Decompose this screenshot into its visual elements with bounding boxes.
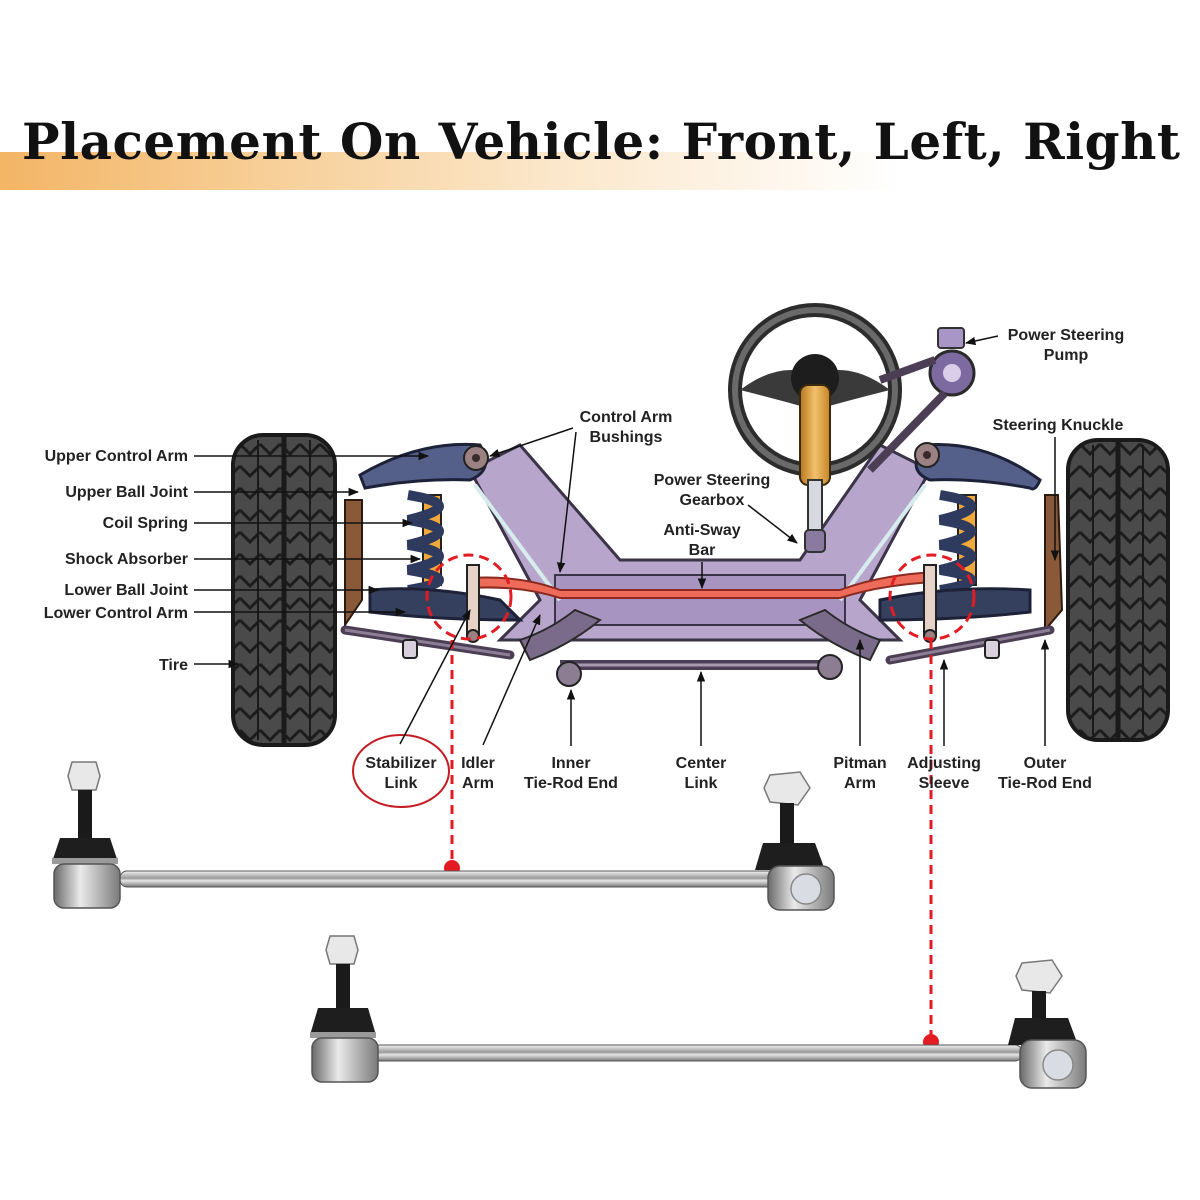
- label-power-steering-pump-2: Pump: [1044, 347, 1089, 364]
- stabilizer-link-diagram-right: [923, 564, 937, 643]
- label-outer-tie-rod-end-1: Outer: [1024, 755, 1067, 772]
- steering-linkage: [340, 608, 1055, 687]
- stabilizer-link-diagram-left: [466, 564, 480, 643]
- label-steering-knuckle: Steering Knuckle: [993, 417, 1124, 434]
- power-steering-pump: [867, 327, 976, 473]
- label-adjusting-sleeve-2: Sleeve: [919, 775, 970, 792]
- label-control-arm-bushings-1: Control Arm: [580, 409, 673, 426]
- stabilizer-link-product-left: [52, 761, 835, 911]
- dust-boot: [755, 843, 825, 870]
- label-pitman-arm-2: Arm: [844, 775, 876, 792]
- label-lower-control-arm: Lower Control Arm: [44, 605, 188, 622]
- lower-control-arm-right: [878, 587, 1032, 622]
- label-center-link-1: Center: [676, 755, 727, 772]
- coil-spring-right: [938, 490, 977, 595]
- dust-boot: [52, 838, 118, 862]
- threaded-stud: [336, 964, 350, 1008]
- title-highlight-band: [0, 152, 900, 190]
- threaded-stud: [780, 803, 794, 843]
- hex-nut: [325, 935, 359, 965]
- label-upper-control-arm: Upper Control Arm: [45, 448, 188, 465]
- lower-control-arm-left: [368, 587, 524, 622]
- highlight-circle-left: [425, 553, 513, 641]
- bottom-labels: Stabilizer Link Idler Arm Inner Tie-Rod …: [365, 609, 1092, 792]
- label-anti-sway-bar-2: Bar: [689, 542, 716, 559]
- dust-boot: [310, 1008, 376, 1035]
- label-power-steering-gearbox-1: Power Steering: [654, 472, 770, 489]
- hex-nut: [67, 761, 101, 791]
- hex-nut: [763, 771, 811, 806]
- label-idler-arm-1: Idler: [461, 755, 495, 772]
- steering-knuckle-left: [344, 499, 363, 629]
- ball-socket: [53, 863, 121, 909]
- label-outer-tie-rod-end-2: Tie-Rod End: [998, 775, 1092, 792]
- label-anti-sway-bar-1: Anti-Sway: [663, 522, 740, 539]
- stabilizer-link-product-right: [310, 935, 1087, 1089]
- page-title: Placement On Vehicle: Front, Left, Right: [22, 112, 1181, 171]
- label-power-steering-pump-1: Power Steering: [1008, 327, 1124, 344]
- label-pitman-arm-1: Pitman: [833, 755, 886, 772]
- label-lower-ball-joint: Lower Ball Joint: [64, 582, 188, 599]
- label-power-steering-gearbox-2: Gearbox: [680, 492, 745, 509]
- upper-control-arm-left: [358, 442, 489, 490]
- highlight-circle-right: [888, 553, 976, 641]
- tire-right: [1066, 438, 1170, 742]
- stabilizer-link-label-circle: [352, 734, 450, 808]
- steering-knuckle-right: [1044, 494, 1064, 633]
- label-upper-ball-joint: Upper Ball Joint: [65, 484, 188, 501]
- top-labels: Control Arm Bushings Power Steering Gear…: [489, 327, 1124, 590]
- upper-control-arm-right: [914, 442, 1042, 491]
- left-labels: Upper Control Arm Upper Ball Joint Coil …: [44, 448, 430, 674]
- dust-boot: [1008, 1018, 1078, 1045]
- label-tire: Tire: [159, 657, 188, 674]
- threaded-stud: [78, 790, 92, 838]
- label-stabilizer-link-1: Stabilizer: [365, 755, 436, 772]
- label-inner-tie-rod-end-1: Inner: [551, 755, 590, 772]
- hex-nut: [1015, 959, 1063, 994]
- coil-spring-left: [406, 490, 444, 595]
- label-center-link-2: Link: [685, 775, 718, 792]
- label-inner-tie-rod-end-2: Tie-Rod End: [524, 775, 618, 792]
- threaded-stud: [1032, 991, 1046, 1019]
- label-control-arm-bushings-2: Bushings: [590, 429, 663, 446]
- label-coil-spring: Coil Spring: [103, 515, 188, 532]
- steering-column: [799, 384, 831, 553]
- ball-socket: [311, 1037, 379, 1083]
- label-shock-absorber: Shock Absorber: [65, 551, 188, 568]
- label-idler-arm-2: Arm: [462, 775, 494, 792]
- label-adjusting-sleeve-1: Adjusting: [907, 755, 981, 772]
- label-stabilizer-link-2: Link: [385, 775, 418, 792]
